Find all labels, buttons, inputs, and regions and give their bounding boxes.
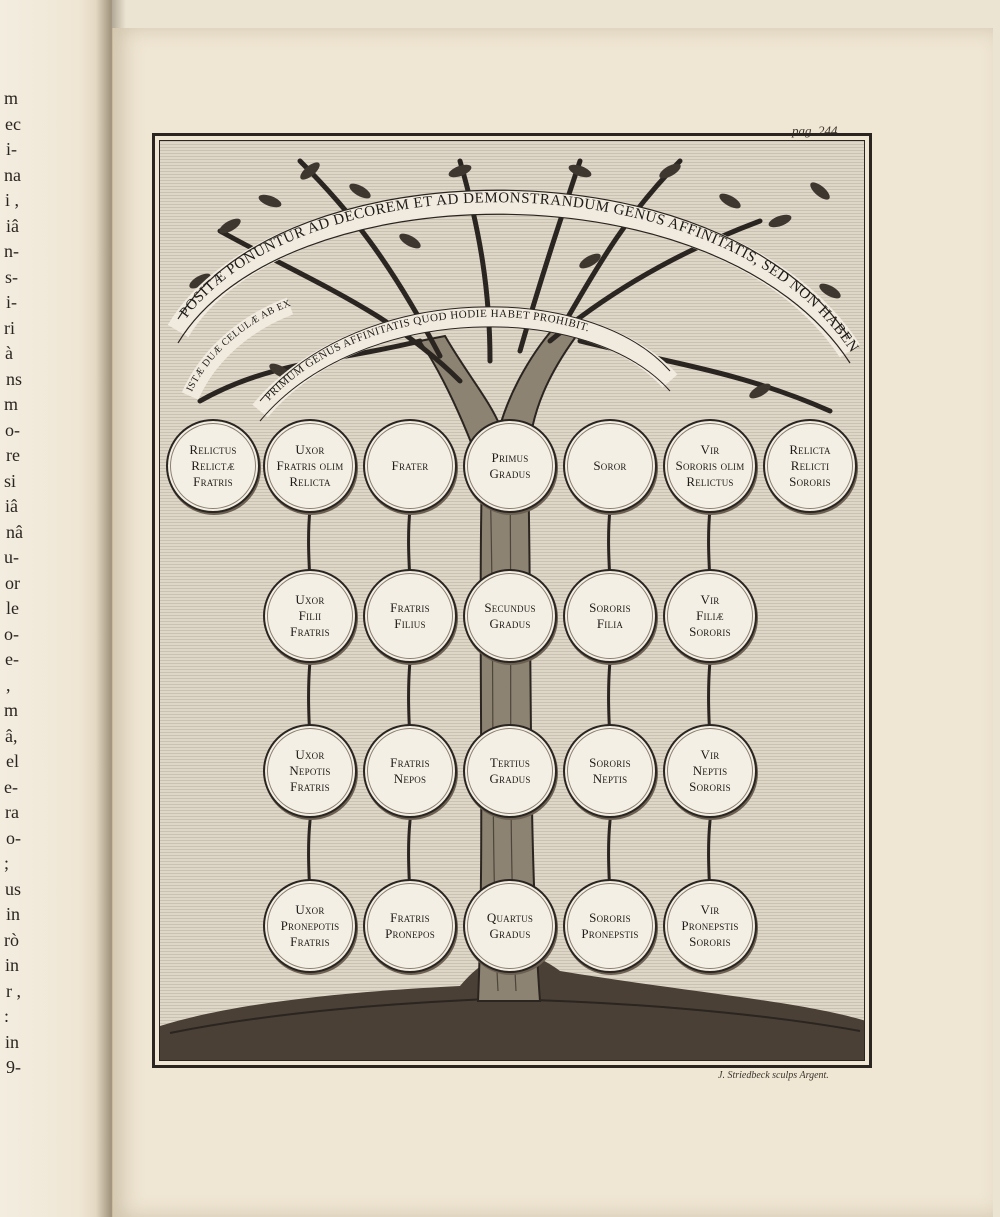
left-page-text-fragment: i-: [6, 139, 17, 159]
left-page-text-fragment: à: [5, 343, 13, 363]
kinship-medallion: Fratris Nepos: [363, 724, 457, 818]
kinship-medallion: Quartus Gradus: [463, 879, 557, 973]
medallion-label: Vir Pronepstis Sororis: [681, 902, 739, 949]
kinship-medallion: Soror: [563, 419, 657, 513]
left-page-text-fragment: or: [5, 572, 20, 593]
medallion-label: Vir Filiæ Sororis: [689, 592, 731, 639]
left-page-text-fragment: ri: [4, 317, 15, 338]
medallion-label: Sororis Pronepstis: [581, 910, 639, 941]
kinship-medallion: Fratris Filius: [363, 569, 457, 663]
left-page-text-fragment: ra: [5, 802, 19, 822]
left-page-text-fragment: iâ: [6, 215, 19, 236]
left-page: m ec i-na i , iâ n-s-i-ri à ns m o-re si iâ nâ u-or le…: [0, 0, 112, 1217]
kinship-medallion: Sororis Filia: [563, 569, 657, 663]
tree-leaves: [189, 162, 841, 399]
left-page-text-fragment: re: [6, 445, 20, 465]
left-page-text-fragment: o-: [4, 623, 19, 644]
left-page-text-fragment: n-: [4, 241, 19, 261]
medallion-label: Secundus Gradus: [484, 600, 536, 631]
left-page-text-fragment: ,: [6, 674, 11, 695]
left-page-text-fragment: e-: [4, 776, 18, 797]
medallion-label: Uxor Pronepotis Fratris: [280, 902, 340, 949]
medallion-label: Fratris Nepos: [390, 755, 430, 786]
kinship-medallion: Sororis Pronepstis: [563, 879, 657, 973]
medallion-label: Uxor Fratris olim Relicta: [276, 442, 344, 489]
banner-inner: [252, 306, 678, 418]
left-page-text-fragment: in: [5, 1031, 20, 1052]
kinship-medallion: Tertius Gradus: [463, 724, 557, 818]
ground: [160, 953, 864, 1060]
medallion-label: Soror: [593, 458, 627, 473]
left-page-text-fragment: â,: [5, 725, 18, 746]
left-page-text-fragment: u-: [4, 547, 19, 567]
left-page-text-fragment: iâ: [5, 496, 18, 516]
left-page-text-fragment: i-: [6, 292, 17, 312]
medallion-label: Tertius Gradus: [489, 755, 531, 786]
medallion-label: Sororis Neptis: [589, 755, 631, 786]
kinship-medallion: Uxor Pronepotis Fratris: [263, 879, 357, 973]
kinship-medallion: Vir Filiæ Sororis: [663, 569, 757, 663]
plate-border: [152, 133, 872, 1068]
kinship-medallion: Uxor Nepotis Fratris: [263, 724, 357, 818]
left-page-text-fragment: o-: [6, 827, 21, 848]
left-page-text-fragment: 9-: [6, 1057, 21, 1077]
kinship-medallion: Primus Gradus: [463, 419, 557, 513]
kinship-medallion: Uxor Filii Fratris: [263, 569, 357, 663]
left-page-text-fragment: e-: [5, 649, 19, 669]
left-page-text-fragment: i ,: [5, 190, 20, 210]
engraver-signature: J. Striedbeck sculps Argent.: [718, 1070, 829, 1081]
medallion-label: Fratris Pronepos: [385, 910, 435, 941]
medallion-label: Vir Neptis Sororis: [689, 747, 731, 794]
left-page-text-fragment: in: [5, 955, 20, 975]
left-page-text-fragment: :: [4, 1006, 10, 1026]
banner-outer: [167, 190, 861, 358]
kinship-medallion: Fratris Pronepos: [363, 879, 457, 973]
kinship-medallion: Frater: [363, 419, 457, 513]
medallion-label: Uxor Nepotis Fratris: [289, 747, 331, 794]
left-page-text-fragment: m: [4, 88, 19, 108]
medallion-label: Fratris Filius: [390, 600, 430, 631]
left-page-text-fragment: m: [4, 700, 19, 720]
medallion-label: Relicta Relicti Sororis: [789, 442, 831, 489]
kinship-medallion: Uxor Fratris olim Relicta: [263, 419, 357, 513]
left-page-text-fragment: r ,: [6, 980, 21, 1001]
left-page-text-fragment: o-: [5, 419, 20, 440]
left-page-text-fragment: nâ: [6, 521, 23, 542]
kinship-medallion: Relictus Relictæ Fratris: [166, 419, 260, 513]
kinship-medallion: Vir Pronepstis Sororis: [663, 879, 757, 973]
left-page-text-fragment: ec: [5, 113, 21, 134]
left-page-text-fragment: ns: [6, 368, 23, 389]
banner-left-small: [181, 297, 294, 400]
left-page-text-fragment: ;: [4, 853, 10, 873]
kinship-medallion: Vir Sororis olim Relictus: [663, 419, 757, 513]
left-page-text-fragment: na: [4, 164, 21, 185]
kinship-medallion: Relicta Relicti Sororis: [763, 419, 857, 513]
medallion-label: Relictus Relictæ Fratris: [189, 442, 237, 489]
kinship-medallion: Secundus Gradus: [463, 569, 557, 663]
left-page-text-fragment: us: [5, 878, 22, 899]
medallion-label: Quartus Gradus: [486, 910, 534, 941]
left-page-text-fragment: s-: [5, 266, 18, 287]
medallion-label: Vir Sororis olim Relictus: [675, 442, 745, 489]
left-page-text-fragment: le: [6, 598, 19, 618]
medallion-label: Sororis Filia: [589, 600, 631, 631]
left-page-text-fragment: si: [4, 470, 17, 491]
left-page-text-fragment: in: [6, 904, 21, 924]
medallion-label: Frater: [391, 458, 429, 473]
kinship-medallion: Sororis Neptis: [563, 724, 657, 818]
left-page-text-fragment: m: [4, 394, 19, 414]
kinship-medallion: Vir Neptis Sororis: [663, 724, 757, 818]
medallion-label: Primus Gradus: [489, 450, 531, 481]
medallion-label: Uxor Filii Fratris: [290, 592, 330, 639]
left-page-text-fragment: el: [6, 751, 19, 771]
left-page-text-fragment: rò: [4, 929, 19, 950]
engraved-plate: POSITÆ PONUNTUR AD DECOREM ET AD DEMONST…: [159, 140, 865, 1061]
